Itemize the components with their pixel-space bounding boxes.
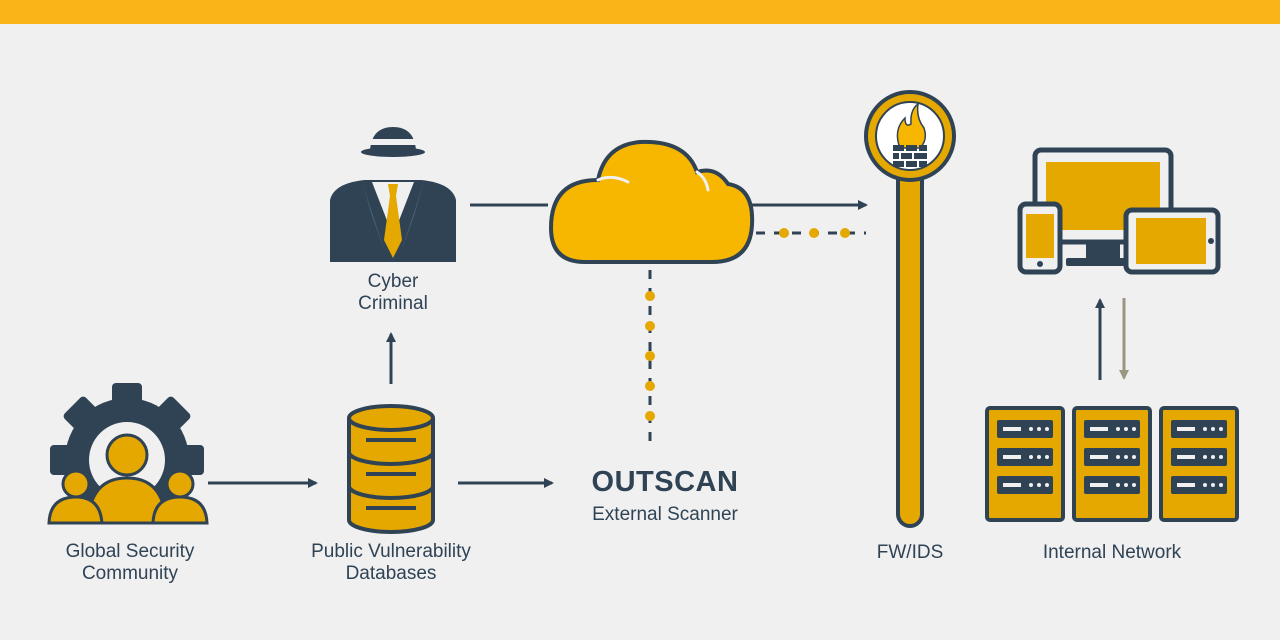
public-vuln-label: Public Vulnerability Databases [281, 541, 501, 585]
internal-network-label: Internal Network [1042, 542, 1182, 563]
outscan-title: OUTSCAN [591, 466, 739, 498]
fw-ids-label: FW/IDS [876, 542, 944, 563]
firewall-icon [864, 90, 956, 528]
global-security-label-line2: Community [81, 563, 179, 584]
gear-people-icon [47, 383, 209, 525]
dotted-cloud-to-firewall [756, 228, 866, 238]
public-vuln-label-line1: Public Vulnerability [311, 541, 471, 562]
cloud-icon [548, 139, 755, 264]
server-rack-icon [985, 406, 1239, 522]
cyber-criminal-label-line1: Cyber [367, 271, 419, 292]
database-icon [347, 404, 435, 534]
devices-icon [1017, 147, 1221, 275]
cyber-criminal-icon [330, 127, 456, 262]
public-vuln-label-line2: Databases [345, 563, 437, 584]
global-security-label: Global Security Community [30, 541, 230, 585]
top-accent-bar [0, 0, 1280, 24]
outscan-subtitle: External Scanner [592, 504, 738, 525]
dotted-cloud-to-outscan [645, 270, 655, 442]
cyber-criminal-label-line2: Criminal [358, 293, 428, 314]
global-security-label-line1: Global Security [65, 541, 195, 562]
cyber-criminal-label: Cyber Criminal [330, 271, 456, 315]
